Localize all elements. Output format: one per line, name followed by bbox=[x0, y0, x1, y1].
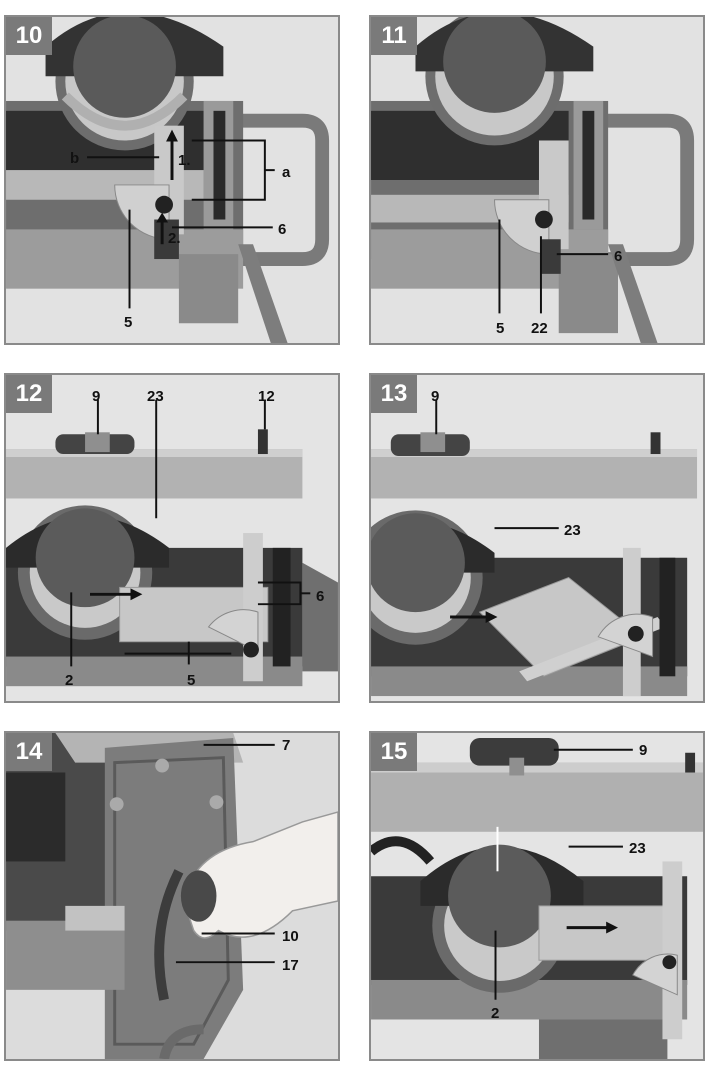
label-12: 12 bbox=[258, 388, 275, 405]
label-1: 1. bbox=[178, 152, 191, 169]
label-2: 2 bbox=[491, 1005, 500, 1022]
label-7: 7 bbox=[282, 737, 291, 754]
figure-13: 13 9 23 bbox=[369, 373, 705, 703]
label-9: 9 bbox=[431, 388, 440, 405]
label-6: 6 bbox=[278, 221, 287, 238]
label-23: 23 bbox=[147, 388, 164, 405]
label-a: a bbox=[282, 164, 291, 181]
figure-number: 12 bbox=[6, 375, 52, 413]
label-23: 23 bbox=[629, 840, 646, 857]
figure-number: 13 bbox=[371, 375, 417, 413]
figure-number: 14 bbox=[6, 733, 52, 771]
figure-14-photo bbox=[6, 733, 338, 1059]
label-2: 2. bbox=[168, 230, 181, 247]
figure-12: 12 9 23 12 6 2 5 bbox=[4, 373, 340, 703]
label-22: 22 bbox=[531, 320, 548, 337]
label-9: 9 bbox=[639, 742, 648, 759]
figure-14: 14 7 10 17 bbox=[4, 731, 340, 1061]
figure-11-photo bbox=[371, 17, 703, 343]
label-10: 10 bbox=[282, 928, 299, 945]
label-5: 5 bbox=[496, 320, 505, 337]
label-6: 6 bbox=[614, 248, 623, 265]
figure-15: 15 9 23 2 bbox=[369, 731, 705, 1061]
figure-10: 10 b 1. 2. a 6 5 bbox=[4, 15, 340, 345]
figure-11: 11 6 5 22 bbox=[369, 15, 705, 345]
figure-number: 15 bbox=[371, 733, 417, 771]
figure-number: 10 bbox=[6, 17, 52, 55]
figure-12-photo bbox=[6, 375, 338, 701]
label-6: 6 bbox=[316, 588, 325, 605]
figure-number: 11 bbox=[371, 17, 417, 55]
label-23: 23 bbox=[564, 522, 581, 539]
label-5: 5 bbox=[187, 672, 196, 689]
label-b: b bbox=[70, 150, 80, 167]
figure-15-photo bbox=[371, 733, 703, 1059]
figure-13-photo bbox=[371, 375, 703, 701]
label-5: 5 bbox=[124, 314, 133, 331]
label-2: 2 bbox=[65, 672, 74, 689]
label-17: 17 bbox=[282, 957, 299, 974]
figure-10-photo bbox=[6, 17, 338, 343]
label-9: 9 bbox=[92, 388, 101, 405]
